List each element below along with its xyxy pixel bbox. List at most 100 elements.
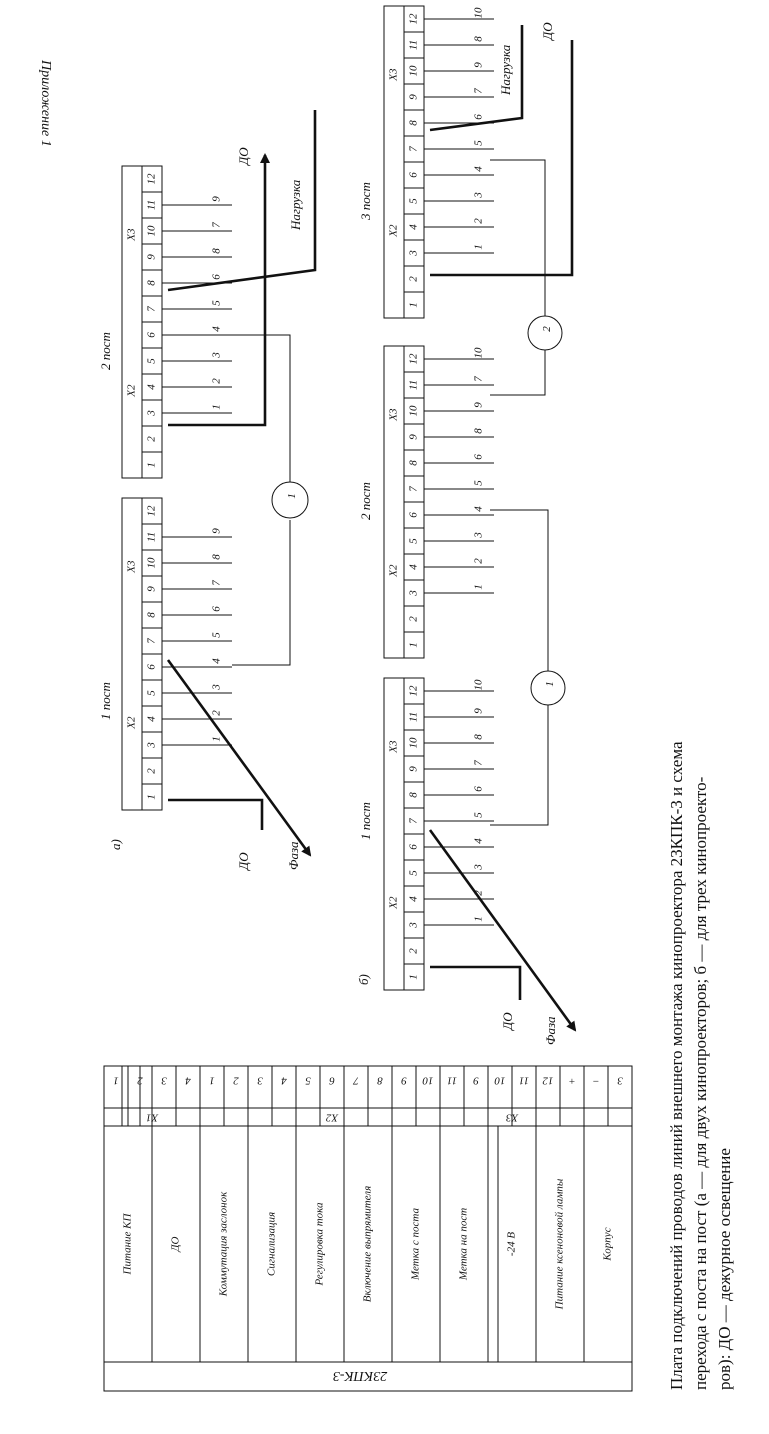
terminal-number: 11 [447,1074,457,1086]
a-post1-wire-number: 6 [211,606,223,612]
b-post2-wire-relay2 [490,350,546,396]
b-post2-upper-wire-number: 1 [473,584,485,590]
a-post2-pin-number: 6 [146,332,158,338]
b-post2-pin-number: 12 [408,353,420,365]
b-post1-pin-number: 4 [408,896,420,902]
b-post3-pin-number: 6 [408,172,420,178]
b-post2-upper-wire-number: 6 [473,454,485,460]
terminal-number: 3 [257,1074,264,1086]
b-post2-pin-number: 2 [408,616,420,622]
function-label: Корпус [602,1227,614,1261]
b-post2-upper-wire-number: 4 [473,506,485,512]
b-post3-pin-number: 3 [408,250,420,257]
arrow-do-post1: ДО [236,852,251,872]
b-post1-wire-7 [490,705,549,826]
a-post2-pin-number: 10 [146,225,158,237]
arrow-phase-b: Фаза [543,1016,558,1045]
b-post2-upper-wire-number: 9 [473,402,485,408]
a-post1-wire-number: 1 [211,736,223,742]
b-post2-pin-number: 7 [408,486,420,492]
terminal-number: 5 [305,1074,311,1086]
b-post1-pin-number: 1 [408,974,420,980]
b-post3-label-x3: Х3 [388,68,400,82]
a-post2-pin-number: 7 [146,306,158,312]
b-post1-pin-number: 12 [408,685,420,697]
caption-line-3: ров): ДО — дежурное освещение [715,1148,734,1390]
b-post3-wire-number: 6 [473,114,485,120]
b-post3-pin-number: 2 [408,276,420,282]
b-post2-pin-number: 9 [408,434,420,440]
b-post2-pin-number: 4 [408,564,420,570]
b-post1-wire-number: 2 [473,890,485,896]
b-post2-pin-number: 1 [408,642,420,648]
b-post1-wire-number: 5 [473,812,485,818]
a-post2-pin-number: 2 [146,436,158,442]
figure-caption: Плата подключений проводов линий внешнег… [667,741,734,1390]
diagram-b-connectors: 123456789101112Х2Х3123456789101234567891… [383,5,494,991]
a-post2-wire-number: 3 [211,352,223,359]
a-post1-pin-number: 12 [146,505,158,517]
arrow-load-post2: Нагрузка [288,179,303,231]
b-post1-pin-number: 5 [408,870,420,876]
arrow-phase-post1: Фаза [286,841,301,870]
b-post1-wire-phase [428,829,577,1032]
a-post2-wire-number: 8 [211,248,223,254]
b-post1-wire-number: 8 [473,734,485,740]
terminal-number: 2 [233,1074,239,1086]
b-post1-pin-number: 10 [408,737,420,749]
b-post1-wire-number: 6 [473,786,485,792]
b-post2-pin-number: 6 [408,512,420,518]
b-post2-pin-number: 11 [408,380,420,390]
b-post3-wire-number: 9 [473,62,485,68]
b-post1-label-x2: Х2 [388,896,400,910]
a-post1-wire-number: 3 [211,684,223,691]
a-post1-wire-number: 7 [211,580,223,586]
b-post3-wire-number: 10 [473,7,485,19]
b-post3-wire-load [429,25,524,132]
post1-wire-7 [232,520,291,666]
a-post1-pin-number: 11 [146,532,158,542]
post-1-label: 1 пост [98,682,113,720]
b-post2-pin-number: 5 [408,538,420,544]
b-post2-pin-number: 3 [408,590,420,597]
function-label: Питание КП [122,1213,134,1276]
diagram-a-label: а) [108,839,123,850]
arrow-do-end-b: ДО [540,22,555,42]
function-label: Регулировка тока [314,1202,326,1287]
b-post3-pin-number: 9 [408,94,420,100]
appendix-title: Приложение 1 [38,59,53,147]
caption-line-2: перехода с поста на пост (а — для двух к… [691,776,710,1390]
terminal-number: 9 [473,1074,479,1086]
b-post1-wire-number: 1 [473,916,485,922]
terminal-number: 1 [209,1074,215,1086]
a-post2-pin-number: 12 [146,173,158,185]
arrow-load-b: Нагрузка [498,44,513,96]
terminal-number: 1 [113,1074,119,1086]
a-post2-pin-number: 11 [146,200,158,210]
b-post1-pin-number: 8 [408,792,420,798]
terminal-block-label: Х2 [325,1111,339,1123]
diagram-a-connectors: 123456789101112Х2Х3123456789123456789101… [121,165,232,811]
b-post1-wire-number: 4 [473,838,485,844]
post-3-label-b: 3 пост [358,182,373,221]
b-post3-wire-do [430,40,574,277]
b-post1-pin-number: 9 [408,766,420,772]
function-label: Сигнализация [266,1212,278,1276]
post1-wire-do [168,798,264,830]
b-post1-pin-number: 2 [408,948,420,954]
function-label: Метка на пост [458,1208,470,1281]
b-post1-pin-number: 3 [408,922,420,929]
a-post1-pin-number: 2 [146,768,158,774]
terminal-number: 10 [494,1074,506,1086]
a-post1-pin-number: 9 [146,586,158,592]
b-post2-label-x2: Х2 [388,564,400,578]
b-post2-wire-return [490,509,549,671]
a-post1-wire-number: 8 [211,554,223,560]
b-post3-wire-number: 3 [473,192,485,199]
diagram-a: а) 1 пост 2 пост 123456789101112Х2Х31234… [98,110,317,872]
post-1-label-b: 1 пост [358,802,373,840]
b-post2-upper-wire-number: 8 [473,428,485,434]
b-post1-pin-number: 6 [408,844,420,850]
relay-1-label: 1 [286,493,298,499]
